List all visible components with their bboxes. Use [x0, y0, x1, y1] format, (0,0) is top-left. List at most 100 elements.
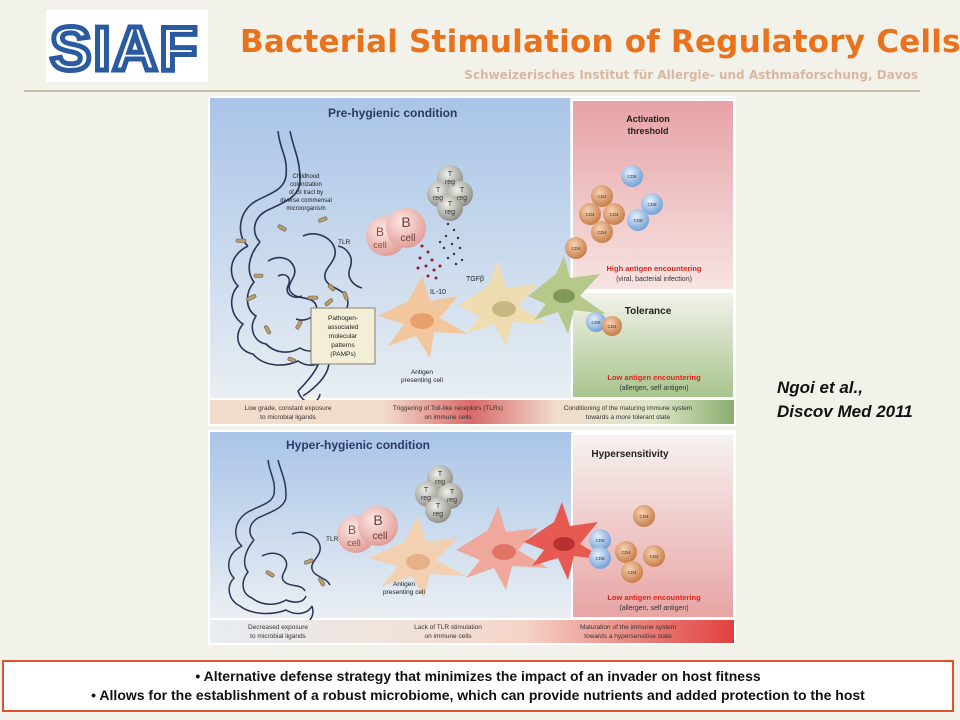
- colonization-label: Childhood colonization of GI tract by di…: [280, 174, 332, 212]
- svg-text:T: T: [424, 487, 429, 494]
- b-cell-group: B cell B cell: [366, 208, 426, 256]
- svg-text:Childhood: Childhood: [292, 174, 319, 180]
- page-title: Bacterial Stimulation of Regulatory Cell…: [240, 24, 960, 60]
- bottom-footer-strip: [210, 620, 734, 643]
- svg-text:CD4: CD4: [585, 212, 594, 217]
- bottom-footer-2b: on immune cells: [425, 633, 473, 640]
- top-footer-1a: Low grade, constant exposure: [244, 405, 331, 412]
- svg-text:CD8: CD8: [627, 174, 636, 179]
- apc-cell-bottom-3: [524, 502, 606, 580]
- high-antigen-sub-label: (viral, bacterial infection): [616, 276, 692, 283]
- svg-text:CD4: CD4: [621, 550, 630, 555]
- svg-text:reg: reg: [457, 195, 467, 202]
- tgfb-dots: [438, 222, 464, 266]
- tgfb-label: TGFβ: [466, 276, 484, 283]
- top-footer-3a: Conditioning of the maturing immune syst…: [564, 405, 693, 412]
- svg-text:cell: cell: [400, 233, 415, 244]
- apc-label-2: presenting cell: [401, 377, 443, 384]
- apc-cell-3: [528, 256, 606, 334]
- header-divider: [24, 90, 920, 92]
- svg-text:reg: reg: [445, 209, 455, 216]
- bottom-footer-2a: Lack of TLR stimulation: [414, 624, 482, 631]
- bottom-footer-1b: to microbial ligands: [250, 633, 306, 640]
- pamps-label-5: (PAMPs): [330, 351, 356, 358]
- apc-label-bottom-2: presenting cell: [383, 589, 425, 596]
- svg-text:cell: cell: [372, 531, 387, 542]
- pamps-label-2: associated: [327, 324, 358, 331]
- pamps-label-1: Pathogen-: [328, 315, 358, 322]
- commensal-bacteria: [235, 216, 358, 363]
- apc-cell-1: [378, 276, 468, 358]
- low-antigen-label-top: Low antigen encountering: [607, 373, 701, 382]
- hypersensitivity-label: Hypersensitivity: [591, 449, 669, 460]
- svg-text:T: T: [448, 171, 453, 178]
- svg-text:B: B: [401, 214, 410, 230]
- svg-text:reg: reg: [447, 497, 457, 504]
- top-footer-strip: [210, 400, 734, 424]
- apc-cell-bottom-2: [456, 506, 548, 590]
- top-footer-2b: on immune cells: [425, 414, 473, 421]
- il10-dots: [416, 244, 442, 280]
- hyper-hygienic-heading: Hyper-hygienic condition: [286, 438, 430, 452]
- gi-tract-illustration: [230, 130, 363, 404]
- citation: Ngoi et al., Discov Med 2011: [777, 376, 913, 424]
- b-cell-group-bottom: B cell B cell: [337, 506, 398, 553]
- apc-label-bottom-1: Antigen: [393, 581, 415, 588]
- svg-text:T: T: [448, 201, 453, 208]
- hypersensitivity-box: [571, 433, 735, 619]
- tolerance-cells: CD8 CD4: [586, 312, 622, 336]
- svg-text:of GI tract by: of GI tract by: [289, 190, 323, 196]
- low-antigen-sub-label-bottom: (allergen, self antigen): [619, 605, 688, 612]
- institute-subtitle: Schweizerisches Institut für Allergie- u…: [464, 68, 918, 82]
- siaf-logo: SIAF: [46, 10, 208, 87]
- svg-text:CD4: CD4: [597, 230, 606, 235]
- svg-text:CD4: CD4: [571, 246, 580, 251]
- svg-text:cell: cell: [373, 240, 387, 250]
- svg-text:T: T: [438, 471, 443, 478]
- bottom-footer-3a: Maturation of the immune system: [580, 624, 676, 631]
- svg-text:T: T: [450, 489, 455, 496]
- svg-text:CD4: CD4: [627, 570, 636, 575]
- citation-journal: Discov Med 2011: [777, 402, 913, 421]
- low-antigen-label-bottom: Low antigen encountering: [607, 593, 701, 602]
- apc-cell-2: [458, 261, 548, 346]
- pamps-label-3: molecular: [329, 333, 358, 340]
- svg-text:reg: reg: [433, 195, 443, 202]
- svg-text:T: T: [436, 503, 441, 510]
- top-footer-1b: to microbial ligands: [260, 414, 316, 421]
- svg-text:CD4: CD4: [639, 514, 648, 519]
- svg-text:colonization: colonization: [290, 182, 322, 188]
- il10-label: IL-10: [430, 289, 446, 296]
- apc-cell-bottom-1: [368, 516, 466, 598]
- high-antigen-label: High antigen encountering: [607, 264, 702, 273]
- sparse-bacteria: [265, 558, 326, 587]
- hyper-hygienic-figure: Hyper-hygienic condition B cell B cell T…: [208, 430, 736, 645]
- svg-text:B: B: [376, 225, 384, 239]
- svg-text:CD8: CD8: [595, 538, 604, 543]
- logo-text: SIAF: [50, 15, 199, 82]
- svg-text:reg: reg: [433, 511, 443, 518]
- svg-text:CD4: CD4: [609, 212, 618, 217]
- svg-text:B: B: [373, 512, 382, 528]
- pamps-box: [310, 307, 376, 365]
- svg-text:CD4: CD4: [597, 194, 606, 199]
- hypersensitivity-cells: CD4 CD8 CD8 CD4 CD4 CD4: [589, 505, 665, 583]
- svg-text:CD8: CD8: [647, 202, 656, 207]
- bottom-footer-1a: Decreased exposure: [248, 624, 308, 631]
- svg-text:CD8: CD8: [633, 218, 642, 223]
- tolerance-label: Tolerance: [625, 306, 672, 317]
- pamps-label-4: patterns: [331, 342, 355, 349]
- pre-hygienic-heading: Pre-hygienic condition: [328, 106, 457, 120]
- svg-text:reg: reg: [445, 179, 455, 186]
- summary-bullet-1: • Alternative defense strategy that mini…: [195, 668, 761, 684]
- tlr-label-bottom: TLR: [326, 536, 339, 543]
- svg-text:CD8: CD8: [591, 320, 600, 325]
- svg-text:microorganism: microorganism: [286, 206, 325, 212]
- apc-label-1: Antigen: [411, 369, 433, 376]
- svg-text:CD4: CD4: [649, 554, 658, 559]
- svg-text:diverse commensal: diverse commensal: [280, 198, 332, 204]
- svg-text:reg: reg: [435, 479, 445, 486]
- svg-text:CD4: CD4: [607, 324, 616, 329]
- svg-text:T: T: [436, 187, 441, 194]
